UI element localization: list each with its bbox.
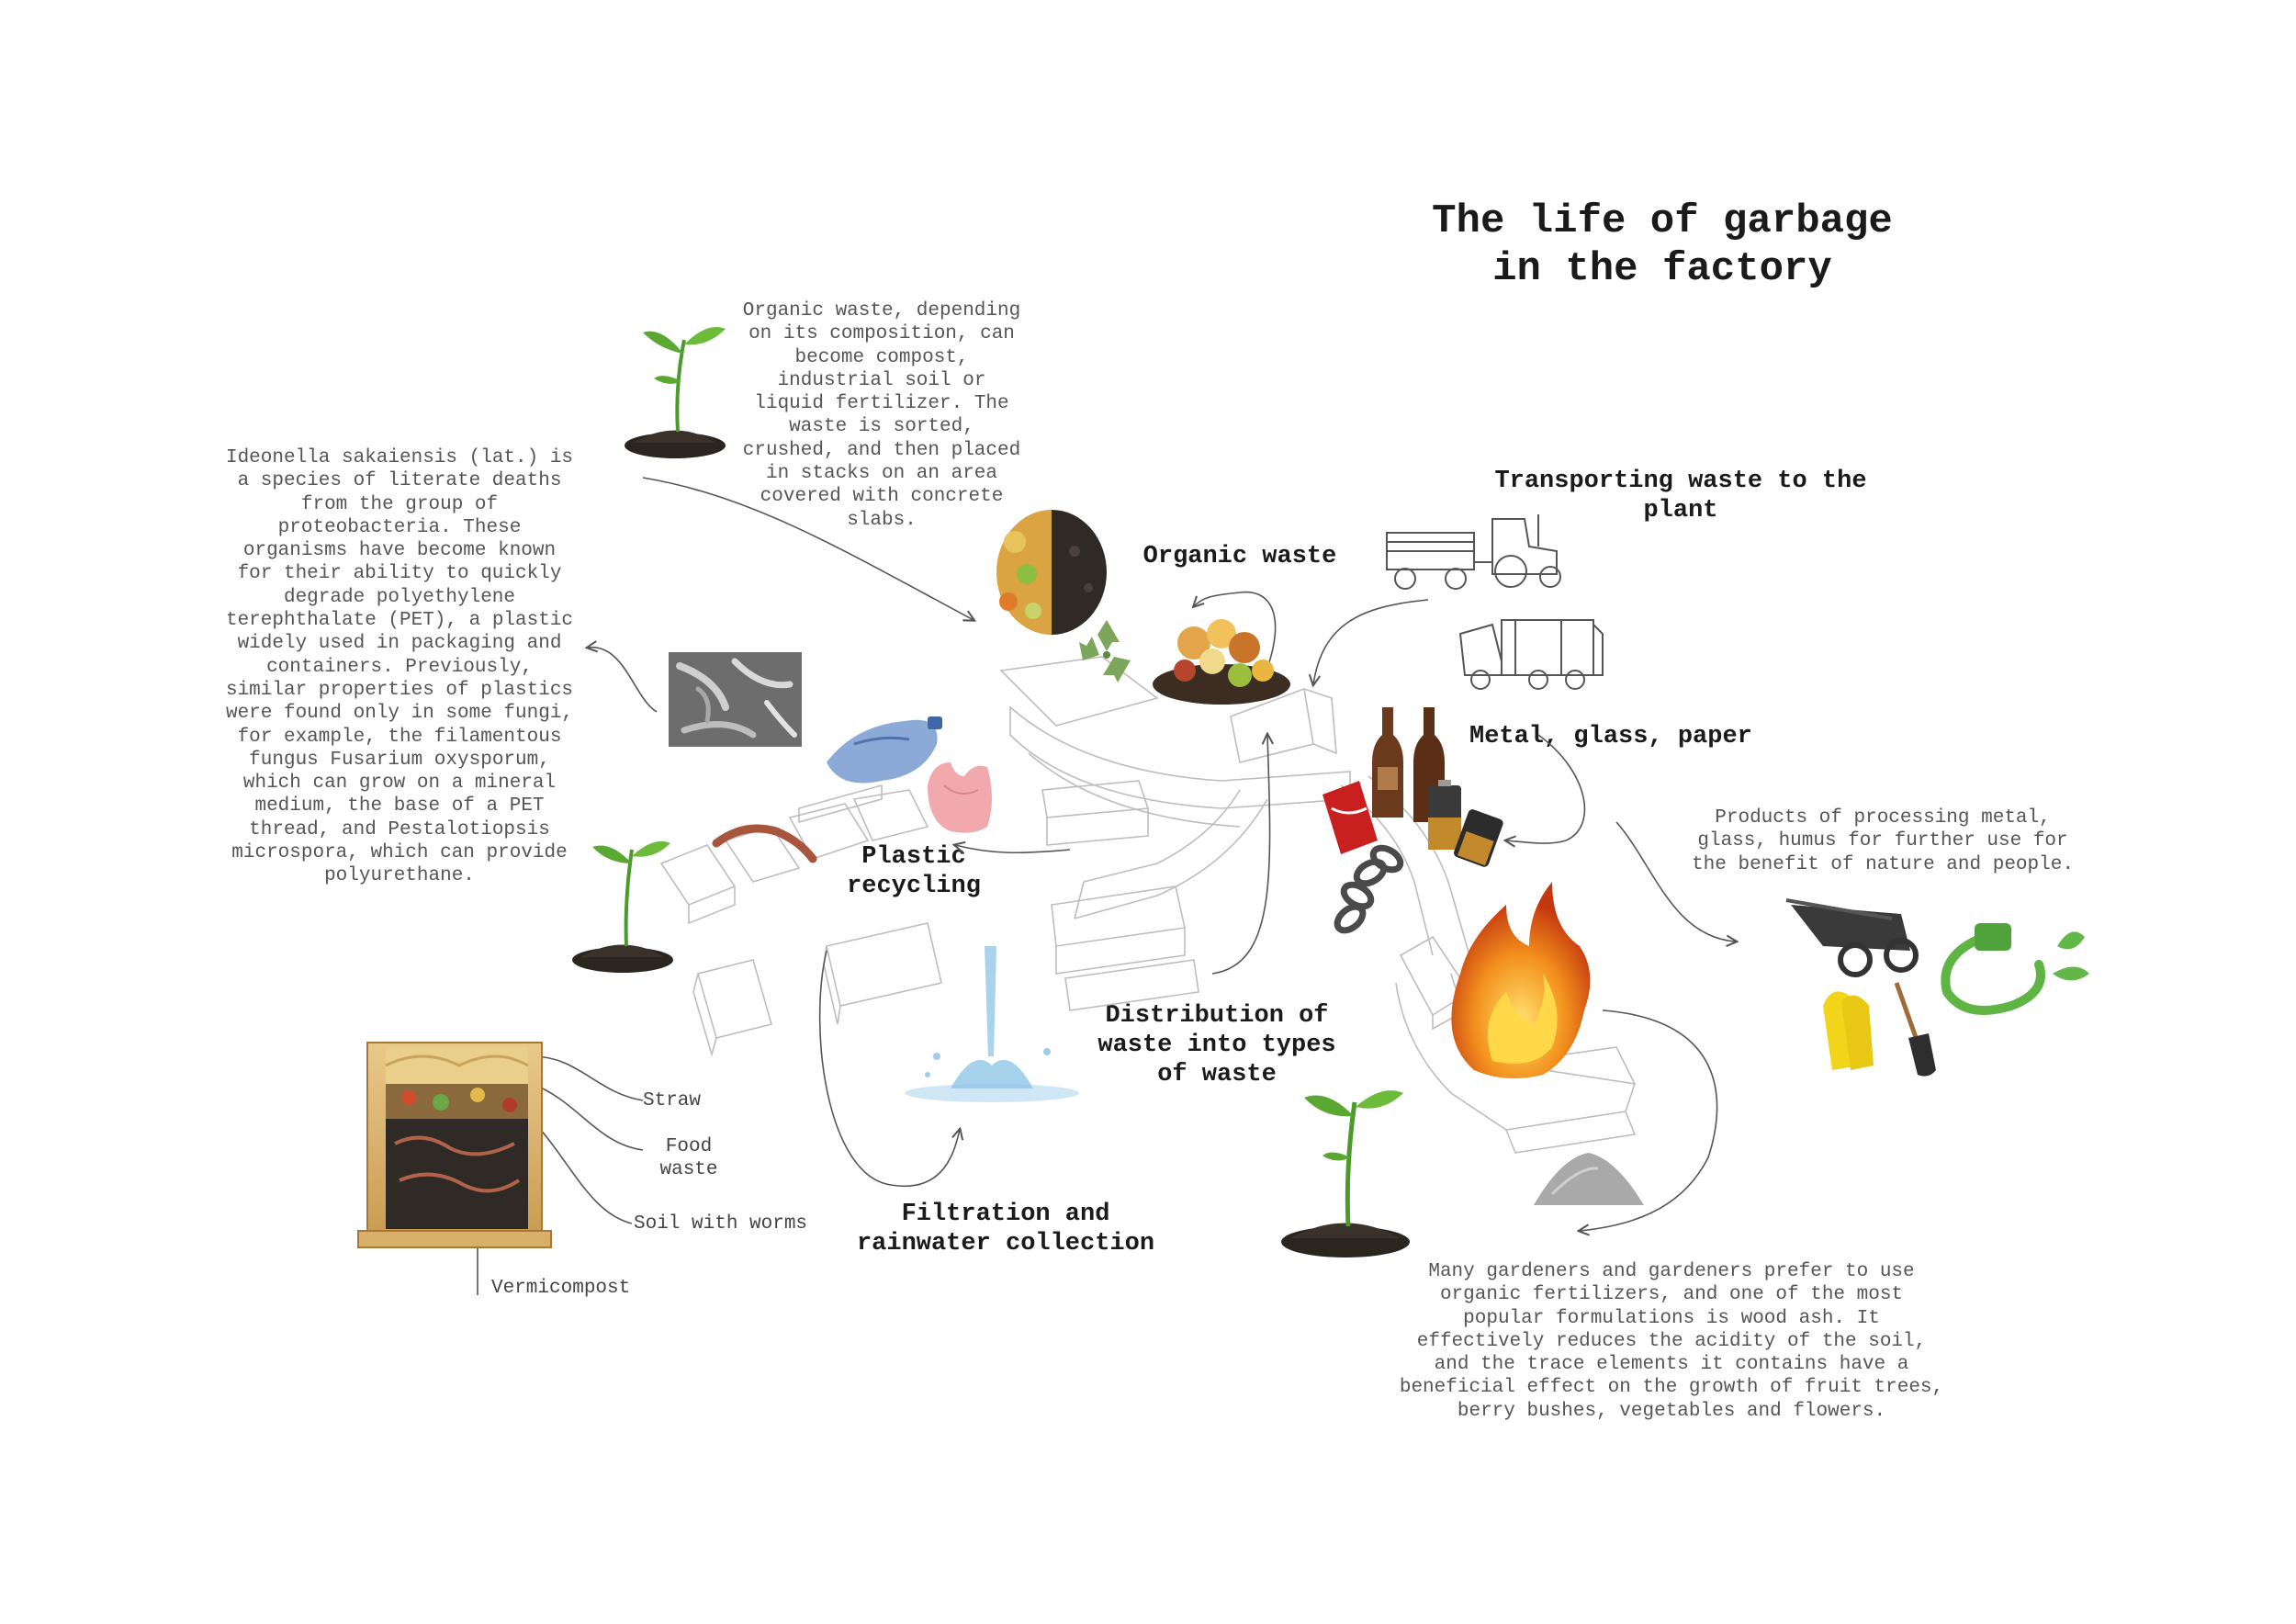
arrow-to-metal <box>1506 734 1586 843</box>
label-food-waste: Food waste <box>659 1136 718 1180</box>
ideonella-description: Ideonella sakaiensis (lat.) is a species… <box>225 447 574 887</box>
food-waste-pile-icon <box>1153 619 1290 705</box>
arrow-to-ash <box>1580 1009 1718 1231</box>
arrow-to-organic-compost <box>642 477 974 620</box>
wheelbarrow-icon <box>1785 898 1919 977</box>
plastic-bag-icon <box>928 762 992 833</box>
heading-organic-waste: Organic waste <box>1142 543 1337 570</box>
chain-icon <box>1334 844 1404 934</box>
shovel-icon <box>1894 982 1936 1077</box>
arrow-distribution-up <box>1211 735 1270 975</box>
products-description: Products of processing metal, glass, hum… <box>1692 807 2074 875</box>
recycle-icon <box>1079 620 1131 682</box>
title-line-1: The life of garbage <box>1432 198 1893 244</box>
label-straw: Straw <box>643 1090 702 1111</box>
arrow-transport-to-plant <box>1313 599 1429 684</box>
heading-plastic-recycling: Plastic recycling <box>847 843 981 900</box>
sprout-icon-top <box>625 327 726 458</box>
garbage-truck-icon <box>1458 619 1604 690</box>
sprout-icon-left <box>572 840 673 973</box>
page-title: The life of garbage in the factory <box>1332 197 1993 293</box>
heading-distribution: Distribution of waste into types of wast… <box>1097 1002 1336 1088</box>
arrow-to-plastic <box>955 845 1071 854</box>
worm-icon <box>712 824 817 863</box>
gloves-icon <box>1823 991 1874 1070</box>
fuel-pump-icon <box>1941 923 2089 1015</box>
heading-metal-glass-paper: Metal, glass, paper <box>1469 723 1752 750</box>
arrow-organic-loop <box>1194 591 1277 681</box>
connectors <box>477 477 1736 1295</box>
fire-icon <box>1451 882 1591 1078</box>
title-line-2: in the factory <box>1492 246 1832 292</box>
factory-sketch <box>659 656 1637 1154</box>
compost-icon <box>996 510 1107 635</box>
arrow-to-ideonella <box>588 648 658 713</box>
label-soil-with-worms: Soil with worms <box>634 1213 808 1235</box>
label-vermicompost: Vermicompost <box>491 1278 631 1299</box>
vermicompost-box-icon <box>357 1042 552 1248</box>
organic-waste-description: Organic waste, depending on its composit… <box>742 300 1021 531</box>
battery-icon <box>1428 780 1503 867</box>
wood-ash-description: Many gardeners and gardeners prefer to u… <box>1399 1261 1944 1422</box>
bacteria-micrograph-image <box>669 652 802 747</box>
heading-transporting-waste: Transporting waste to the plant <box>1494 468 1867 524</box>
tractor-icon <box>1386 514 1561 590</box>
sprout-icon-bottom <box>1281 1090 1410 1257</box>
arrow-to-filtration <box>818 950 960 1188</box>
heading-filtration: Filtration and rainwater collection <box>856 1201 1155 1257</box>
arrow-to-products <box>1615 821 1736 942</box>
water-splash-icon <box>905 946 1079 1102</box>
soda-can-icon <box>1322 781 1378 854</box>
plastic-bottle-icon <box>827 716 942 784</box>
ash-pile-icon <box>1534 1153 1644 1205</box>
